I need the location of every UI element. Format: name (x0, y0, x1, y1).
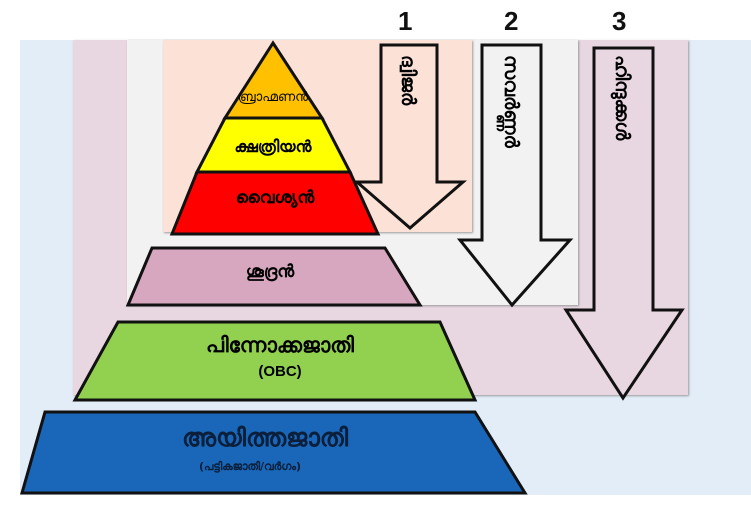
label-obc-sub: (OBC) (258, 363, 302, 380)
label-kshatriya: ക്ഷത്രിയൻ (234, 137, 312, 156)
tier-untouchable (20, 410, 528, 495)
label-untouchable-sub: (പട്ടികജാതി/വർഗം) (198, 460, 302, 473)
arrow-1 (352, 43, 468, 230)
arrow-3-number: 3 (612, 6, 627, 36)
label-brahmin: ബ്രാഹ്മണൻ (237, 90, 309, 105)
label-shudra: ശൂദ്രൻ (245, 262, 295, 282)
label-vaishya: വൈശ്യൻ (235, 188, 315, 208)
tier-obc (72, 320, 478, 402)
label-obc: പിന്നോക്കജാതി (206, 333, 354, 357)
arrow-3 (563, 46, 685, 401)
tier-brahmin (222, 40, 325, 120)
arrow-3-label: ഹിന്ദുക്കൾ (611, 55, 633, 141)
arrow-2 (456, 43, 574, 308)
arrow-2-label: സവർണ്ണർ (500, 55, 522, 148)
label-untouchable: അയിത്തജാതി (181, 423, 349, 452)
arrow-1-label: ദ്വിജർ (397, 55, 419, 106)
tier-shudra (125, 246, 423, 307)
arrow-1-number: 1 (398, 6, 413, 36)
arrow-2-number: 2 (504, 6, 519, 36)
